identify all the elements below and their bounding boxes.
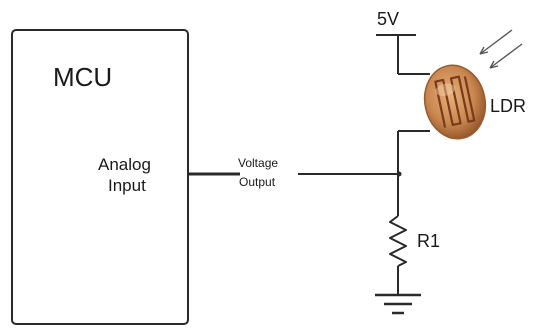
- voltage-output-label-line1: Voltage: [238, 156, 278, 170]
- mcu-label: MCU: [53, 62, 112, 92]
- voltage-output-label-line2: Output: [239, 175, 276, 189]
- ldr-label: LDR: [490, 96, 526, 116]
- analog-input-label-line2: Input: [108, 176, 146, 195]
- ground-icon: [375, 293, 421, 315]
- ldr-photoresistor: [423, 64, 487, 140]
- analog-input-label-line1: Analog: [98, 155, 151, 174]
- mcu-box: [11, 29, 189, 325]
- light-arrows-icon: [479, 29, 523, 69]
- resistor-r1: [389, 215, 407, 267]
- supply-label: 5V: [377, 9, 399, 29]
- resistor-label: R1: [417, 231, 440, 251]
